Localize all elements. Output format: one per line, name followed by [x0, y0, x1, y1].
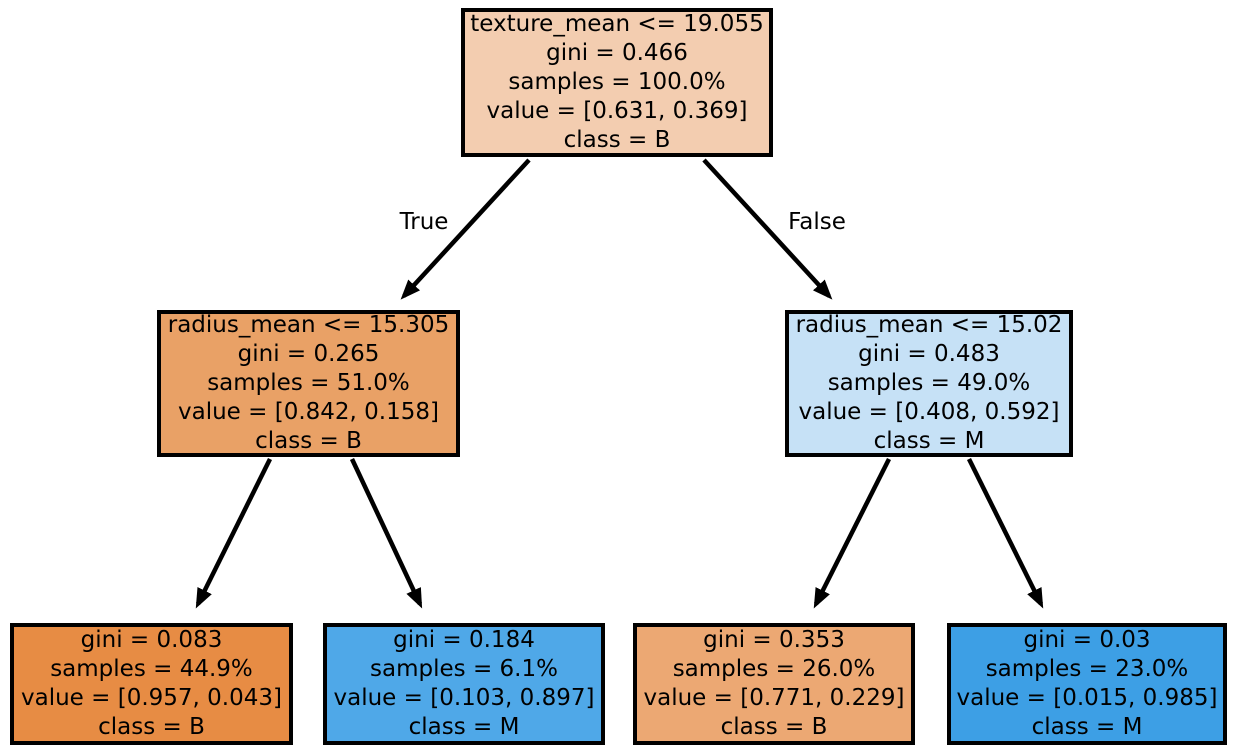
node-class-line: class = M	[408, 714, 520, 740]
tree-node-leaf-2: gini = 0.184 samples = 6.1% value = [0.1…	[323, 623, 605, 745]
node-samples-line: samples = 23.0%	[985, 656, 1189, 682]
node-condition-line: radius_mean <= 15.02	[795, 312, 1063, 338]
node-value-line: value = [0.103, 0.897]	[333, 685, 595, 711]
tree-node-leaf-3: gini = 0.353 samples = 26.0% value = [0.…	[633, 623, 915, 745]
node-value-line: value = [0.771, 0.229]	[643, 685, 905, 711]
node-samples-line: samples = 44.9%	[50, 656, 253, 682]
node-class-line: class = B	[255, 428, 362, 454]
node-value-line: value = [0.957, 0.043]	[21, 685, 282, 711]
node-gini-line: gini = 0.483	[858, 341, 1000, 367]
tree-node-left-split: radius_mean <= 15.305 gini = 0.265 sampl…	[157, 310, 460, 457]
node-gini-line: gini = 0.03	[1023, 627, 1151, 653]
node-gini-line: gini = 0.466	[546, 40, 688, 66]
node-condition-line: radius_mean <= 15.305	[167, 312, 450, 338]
node-samples-line: samples = 100.0%	[508, 69, 726, 95]
tree-node-right-split: radius_mean <= 15.02 gini = 0.483 sample…	[785, 310, 1073, 457]
node-value-line: value = [0.631, 0.369]	[486, 98, 748, 124]
edge-label-true: True	[399, 209, 449, 235]
tree-node-leaf-4: gini = 0.03 samples = 23.0% value = [0.0…	[947, 623, 1227, 745]
edge-label-false: False	[788, 209, 846, 235]
node-class-line: class = M	[873, 428, 985, 454]
node-gini-line: gini = 0.353	[703, 627, 845, 653]
node-class-line: class = M	[1031, 714, 1143, 740]
edge-right-to-leaf3-arrow	[813, 457, 892, 609]
node-samples-line: samples = 51.0%	[207, 370, 410, 396]
node-samples-line: samples = 26.0%	[672, 656, 876, 682]
edge-left-to-leaf1-arrow	[195, 457, 273, 609]
node-value-line: value = [0.408, 0.592]	[798, 399, 1060, 425]
edge-right-to-leaf4-arrow	[966, 457, 1044, 609]
node-samples-line: samples = 6.1%	[370, 656, 558, 682]
node-gini-line: gini = 0.184	[393, 627, 535, 653]
tree-node-leaf-1: gini = 0.083 samples = 44.9% value = [0.…	[10, 623, 293, 745]
node-class-line: class = B	[98, 714, 205, 740]
node-value-line: value = [0.842, 0.158]	[178, 399, 439, 425]
node-gini-line: gini = 0.265	[237, 341, 380, 367]
node-class-line: class = B	[720, 714, 828, 740]
node-condition-line: texture_mean <= 19.055	[470, 11, 764, 37]
edge-left-to-leaf2-arrow	[349, 458, 423, 609]
node-samples-line: samples = 49.0%	[827, 370, 1031, 396]
node-class-line: class = B	[563, 127, 671, 153]
node-gini-line: gini = 0.083	[80, 627, 223, 653]
node-value-line: value = [0.015, 0.985]	[956, 685, 1218, 711]
tree-node-root: texture_mean <= 19.055 gini = 0.466 samp…	[461, 8, 773, 157]
edge-root-to-right-arrow	[702, 158, 833, 300]
edge-root-to-left-arrow	[400, 158, 531, 300]
